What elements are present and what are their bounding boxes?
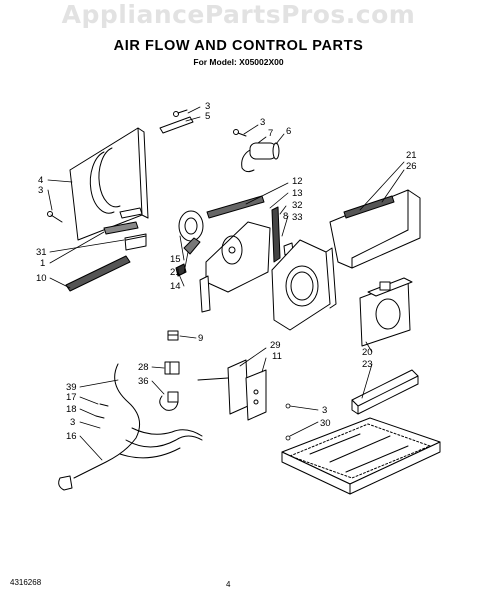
strips — [65, 221, 147, 292]
callout-3: 3 — [70, 417, 75, 428]
callout-18: 18 — [66, 404, 77, 415]
air-duct — [329, 189, 421, 269]
callout-39: 39 — [66, 382, 77, 393]
callout-21: 21 — [406, 150, 417, 161]
diagram-title: AIR FLOW AND CONTROL PARTS — [113, 38, 364, 54]
power-cord — [58, 363, 203, 491]
top-clip — [159, 109, 194, 134]
scroll-housing — [271, 239, 337, 331]
switch — [159, 361, 180, 411]
callout-4: 4 — [38, 175, 43, 186]
callout-6: 6 — [286, 126, 291, 137]
callout-10: 10 — [36, 273, 47, 284]
callout-3: 3 — [38, 185, 43, 196]
page-number: 4 — [226, 580, 231, 589]
front-panel — [69, 127, 149, 241]
callout-5: 5 — [205, 111, 210, 122]
leader-lines — [47, 106, 405, 461]
callout-7: 7 — [268, 128, 273, 139]
callout-32: 32 — [292, 200, 303, 211]
callout-33: 33 — [292, 212, 303, 223]
control-bracket — [197, 359, 267, 421]
callout-12: 12 — [292, 176, 303, 187]
callout-14: 14 — [170, 281, 181, 292]
document-code: 4316268 — [10, 578, 42, 587]
model-subtitle: For Model: X05002X00 — [193, 57, 284, 67]
blower-wheel — [178, 210, 204, 255]
callout-21: 21 — [170, 267, 181, 278]
channel — [351, 369, 419, 415]
callout-28: 28 — [138, 362, 149, 373]
motor-bracket — [175, 221, 271, 313]
callout-30: 30 — [320, 418, 331, 429]
orifice-panel — [359, 277, 413, 347]
callout-15: 15 — [170, 254, 181, 265]
callout-17: 17 — [66, 392, 77, 403]
callout-20: 20 — [362, 347, 373, 358]
knob — [167, 330, 179, 341]
screw — [47, 211, 63, 223]
capacitor — [233, 129, 280, 173]
watermark: AppliancePartsPros.com — [61, 0, 416, 29]
callout-16: 16 — [66, 431, 77, 442]
motor-strip — [206, 195, 265, 219]
callout-3: 3 — [260, 117, 265, 128]
callout-36: 36 — [138, 376, 149, 387]
callout-labels: 3 5 3 7 6 4 3 21 26 12 13 32 33 8 31 1 1… — [36, 101, 417, 442]
callout-26: 26 — [406, 161, 417, 172]
callout-3: 3 — [322, 405, 327, 416]
callout-11: 11 — [272, 351, 282, 362]
callout-8: 8 — [283, 211, 288, 222]
callout-1: 1 — [40, 258, 45, 269]
callout-31: 31 — [36, 247, 47, 258]
callout-9: 9 — [198, 333, 203, 344]
callout-13: 13 — [292, 188, 303, 199]
callout-3: 3 — [205, 101, 210, 112]
callout-29: 29 — [270, 340, 281, 351]
rods — [271, 206, 294, 263]
base-tray — [281, 417, 441, 495]
callout-23: 23 — [362, 359, 373, 370]
